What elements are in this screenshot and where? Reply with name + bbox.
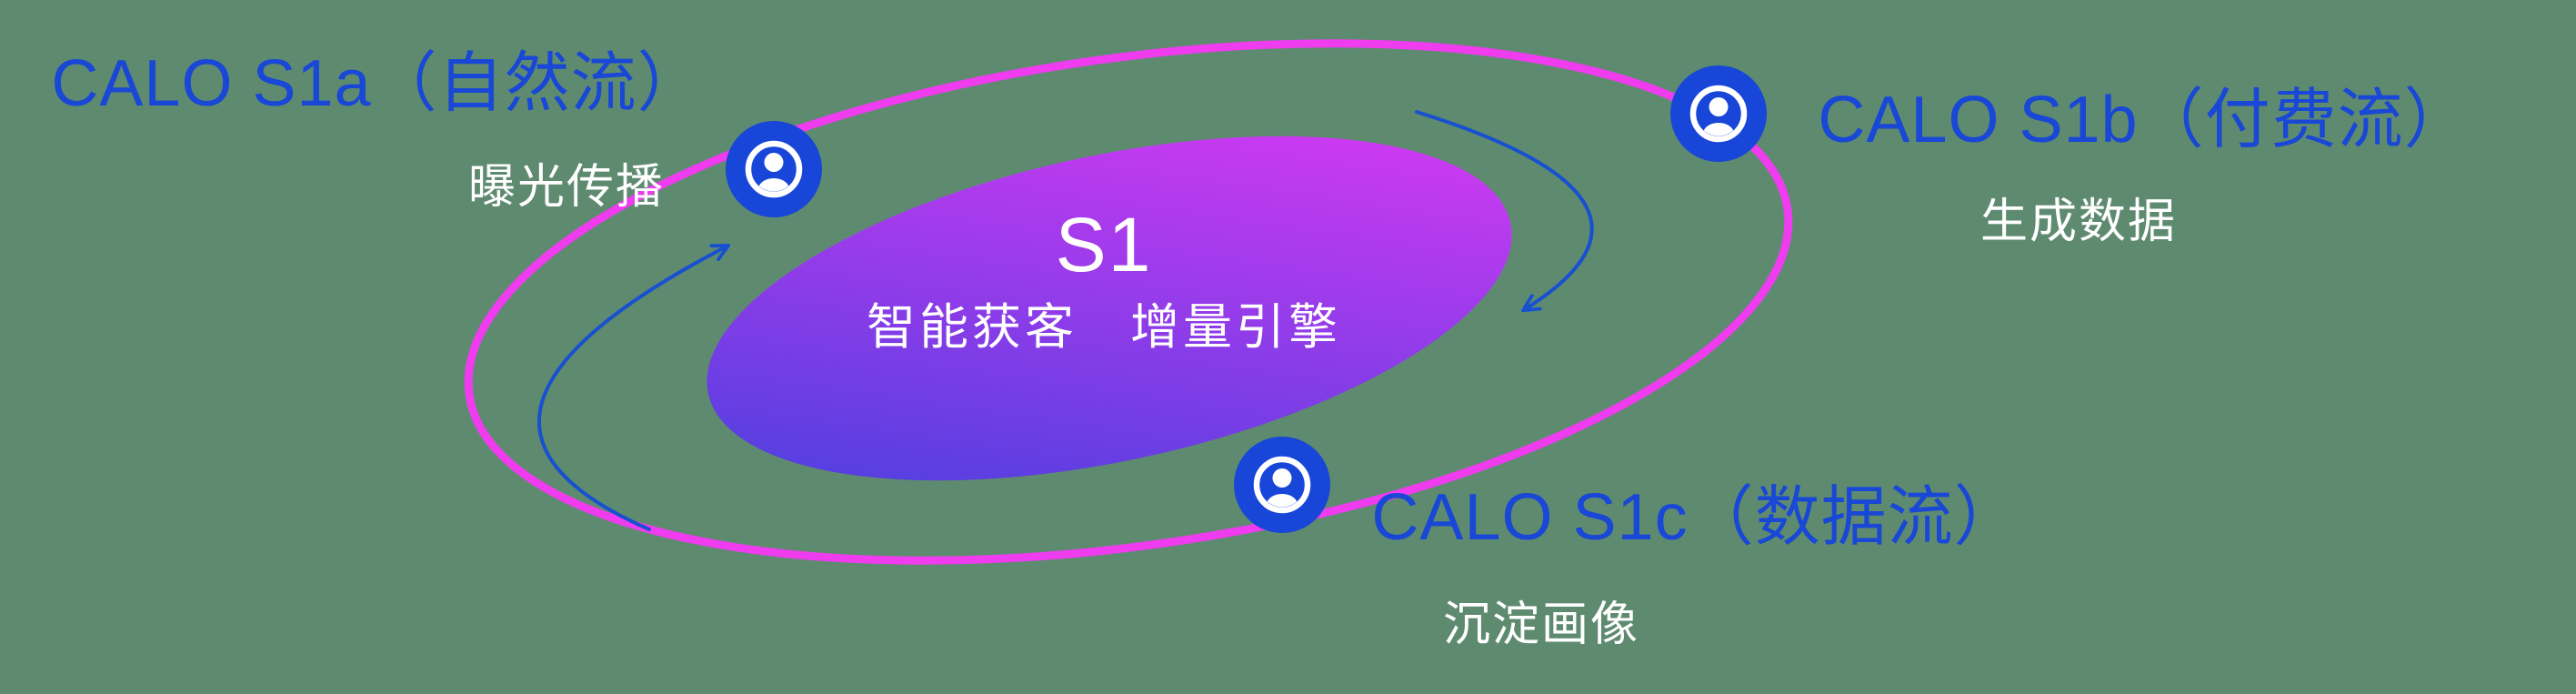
user-node-icon xyxy=(1234,437,1330,533)
node-s1c-title: CALO S1c（数据流） xyxy=(1371,481,2020,554)
node-s1a-subtitle: 曝光传播 xyxy=(467,161,666,214)
flow-arrow-right xyxy=(1415,110,1594,313)
flow-arrow-left xyxy=(536,243,731,531)
core-ellipse xyxy=(707,136,1512,481)
orbit-ellipse xyxy=(464,39,1793,565)
node-s1a-title: CALO S1a（自然流） xyxy=(51,47,704,120)
user-node-icon xyxy=(1670,65,1767,162)
core-title: S1 xyxy=(1055,202,1153,287)
core-label-group: S1 智能获客 增量引擎 xyxy=(867,206,1341,352)
node-s1c-subtitle: 沉淀画像 xyxy=(1442,598,1640,651)
core-subtitle: 智能获客 增量引擎 xyxy=(867,300,1341,355)
node-s1b-subtitle: 生成数据 xyxy=(1980,196,2178,248)
node-s1b-title: CALO S1b（付费流） xyxy=(1818,84,2471,156)
user-node-icon xyxy=(726,121,822,217)
